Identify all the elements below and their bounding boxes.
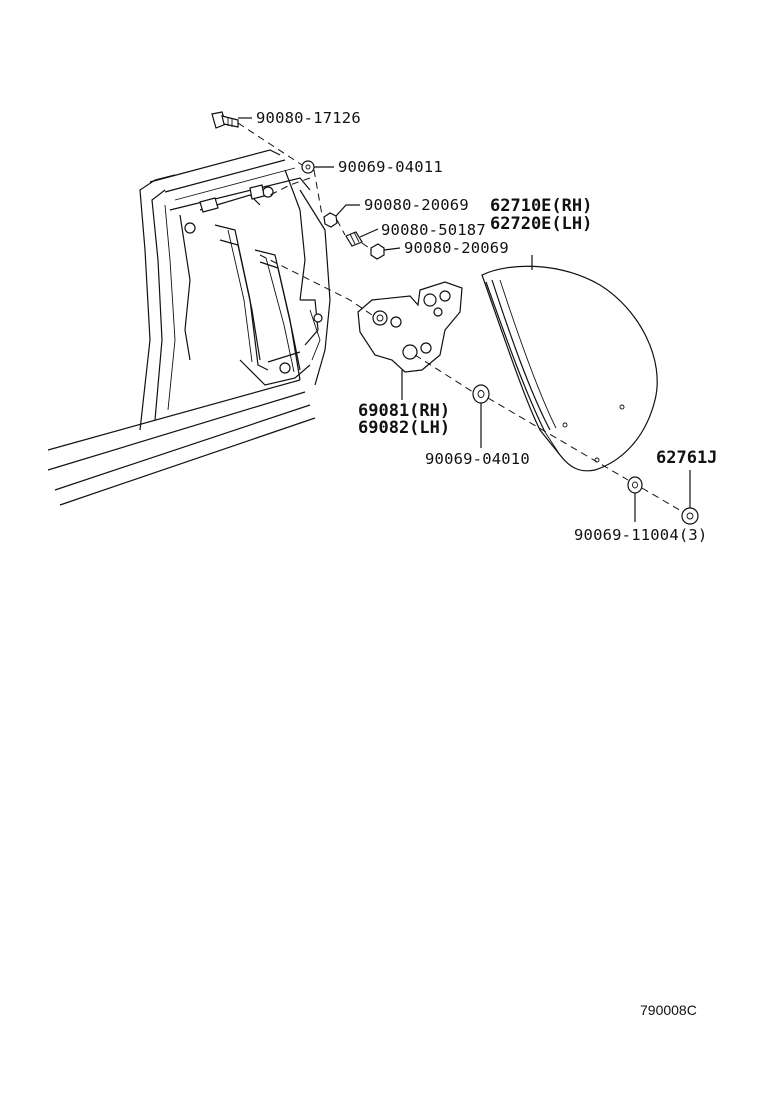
fasteners-drawing — [211, 111, 699, 525]
label-grommet-mid: 90069-04010 — [425, 450, 530, 468]
label-bracket-rh: 69081(RH) — [358, 401, 450, 421]
leader-lines — [238, 117, 691, 522]
label-spacer: 62761J — [656, 448, 717, 468]
label-washer-top: 90069-04011 — [338, 158, 443, 176]
part-labels: 90080-17126 90069-04011 90080-20069 9008… — [256, 109, 717, 544]
label-grommet-low: 90069-11004(3) — [574, 526, 707, 544]
glass-bracket-drawing — [357, 281, 463, 373]
label-glass-rh: 62710E(RH) — [490, 196, 592, 216]
body-panel-drawing — [47, 149, 331, 506]
label-stud: 90080-50187 — [381, 221, 486, 239]
label-bolt-top: 90080-17126 — [256, 109, 361, 127]
label-nut-b: 90080-20069 — [404, 239, 509, 257]
assembly-lines — [237, 122, 684, 513]
diagram-code: 790008C — [640, 1002, 697, 1018]
label-nut-a: 90080-20069 — [364, 196, 469, 214]
label-glass-lh: 62720E(LH) — [490, 214, 592, 234]
label-bracket-lh: 69082(LH) — [358, 418, 450, 438]
quarter-glass-drawing — [481, 265, 658, 472]
